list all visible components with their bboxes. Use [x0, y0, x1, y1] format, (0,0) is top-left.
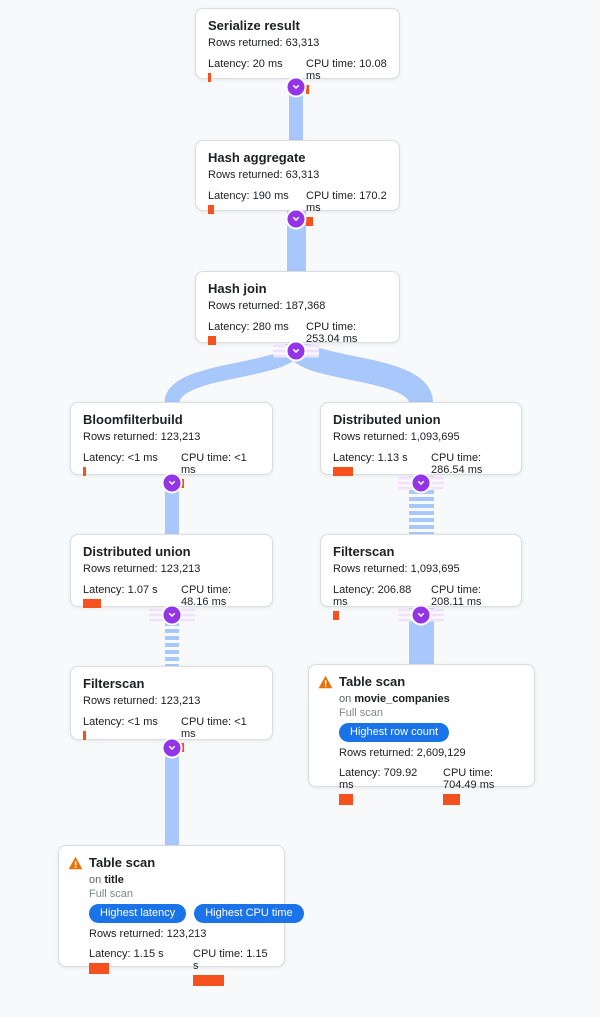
cpu-value: CPU time: 170.2 ms — [306, 190, 387, 214]
plan-node-bloomfilterbuild[interactable]: Bloomfilterbuild Rows returned: 123,213 … — [70, 402, 273, 488]
rows-returned: Rows returned: 2,609,129 — [339, 747, 466, 759]
latency-value: Latency: 1.13 s — [333, 452, 408, 464]
plan-node-table-scan-title[interactable]: Table scan on title Full scan Highest la… — [58, 845, 304, 986]
node-title: Filterscan — [83, 676, 145, 691]
cpu-bar — [181, 479, 184, 488]
latency-value: Latency: 206.88 ms — [333, 584, 412, 608]
cpu-value: CPU time: 1.15 s — [193, 948, 268, 972]
latency-bar — [89, 963, 109, 974]
metrics: Latency: 1.15 s CPU time: 1.15 s — [89, 948, 272, 986]
chevron-down-icon[interactable] — [285, 340, 307, 362]
rows-returned: Rows returned: 1,093,695 — [333, 431, 460, 443]
warning-icon — [68, 856, 83, 870]
chevron-down-icon[interactable] — [285, 76, 307, 98]
latency-bar — [339, 794, 353, 805]
latency-bar — [83, 467, 86, 476]
table-name: movie_companies — [354, 693, 450, 705]
rows-returned: Rows returned: 187,368 — [208, 300, 326, 312]
latency-bar — [208, 73, 211, 82]
metrics: Latency: 1.07 s CPU time: 48.16 ms — [83, 584, 260, 620]
cpu-value: CPU time: 704.49 ms — [443, 767, 495, 791]
latency-value: Latency: <1 ms — [83, 452, 158, 464]
latency-value: Latency: 20 ms — [208, 58, 283, 70]
rows-returned: Rows returned: 1,093,695 — [333, 563, 460, 575]
cpu-value: CPU time: 253.04 ms — [306, 321, 358, 345]
latency-bar — [208, 336, 216, 345]
node-title: Filterscan — [333, 544, 395, 559]
latency-bar — [333, 611, 339, 620]
cpu-bar — [306, 217, 313, 226]
latency-bar — [333, 467, 353, 476]
table-name-line: on movie_companies — [339, 693, 450, 705]
metrics: Latency: 1.13 s CPU time: 286.54 ms — [333, 452, 509, 488]
latency-value: Latency: 1.15 s — [89, 948, 164, 960]
rows-returned: Rows returned: 123,213 — [83, 431, 201, 443]
plan-node-hash-aggregate[interactable]: Hash aggregate Rows returned: 63,313 Lat… — [195, 140, 400, 226]
latency-bar — [208, 205, 214, 214]
plan-node-serialize-result[interactable]: Serialize result Rows returned: 63,313 L… — [195, 8, 400, 94]
cpu-bar — [306, 85, 309, 94]
latency-bar — [83, 599, 101, 608]
cpu-value: CPU time: <1 ms — [181, 452, 247, 476]
cpu-value: CPU time: <1 ms — [181, 716, 247, 740]
cpu-value: CPU time: 10.08 ms — [306, 58, 387, 82]
highest-cpu-time-badge: Highest CPU time — [194, 904, 304, 923]
badges: Highest latency Highest CPU time — [89, 904, 304, 923]
latency-value: Latency: 280 ms — [208, 321, 289, 333]
node-title: Serialize result — [208, 18, 300, 33]
scan-type: Full scan — [339, 707, 384, 719]
metrics: Latency: 206.88 ms CPU time: 208.11 ms — [333, 584, 509, 620]
highest-row-count-badge: Highest row count — [339, 723, 450, 742]
cpu-value: CPU time: 48.16 ms — [181, 584, 232, 608]
cpu-bar — [181, 743, 184, 752]
rows-returned: Rows returned: 63,313 — [208, 37, 320, 49]
latency-value: Latency: 709.92 ms — [339, 767, 418, 791]
metrics: Latency: <1 ms CPU time: <1 ms — [83, 716, 260, 752]
metrics: Latency: 20 ms CPU time: 10.08 ms — [208, 58, 387, 94]
chevron-down-icon[interactable] — [285, 208, 307, 230]
rows-returned: Rows returned: 123,213 — [83, 695, 201, 707]
badges: Highest row count — [339, 723, 522, 742]
node-title: Distributed union — [333, 412, 441, 427]
chevron-down-icon[interactable] — [410, 604, 432, 626]
cpu-bar — [193, 975, 224, 986]
plan-node-filterscan-left[interactable]: Filterscan Rows returned: 123,213 Latenc… — [70, 666, 273, 752]
rows-returned: Rows returned: 63,313 — [208, 169, 320, 181]
chevron-down-icon[interactable] — [161, 472, 183, 494]
cpu-bar — [443, 794, 460, 805]
metrics: Latency: 709.92 ms CPU time: 704.49 ms — [339, 767, 522, 805]
scan-type: Full scan — [89, 888, 134, 900]
latency-value: Latency: 1.07 s — [83, 584, 158, 596]
node-title: Bloomfilterbuild — [83, 412, 183, 427]
chevron-down-icon[interactable] — [161, 737, 183, 759]
latency-bar — [83, 731, 86, 740]
plan-node-table-scan-movie-companies[interactable]: Table scan on movie_companies Full scan … — [308, 664, 535, 805]
table-name-line: on title — [89, 874, 124, 886]
cpu-value: CPU time: 208.11 ms — [431, 584, 482, 608]
metrics: Latency: <1 ms CPU time: <1 ms — [83, 452, 260, 488]
highest-latency-badge: Highest latency — [89, 904, 187, 923]
plan-node-distributed-union-left[interactable]: Distributed union Rows returned: 123,213… — [70, 534, 273, 620]
node-title: Hash join — [208, 281, 267, 296]
warning-icon — [318, 675, 333, 689]
rows-returned: Rows returned: 123,213 — [83, 563, 201, 575]
node-title: Table scan — [89, 855, 156, 870]
node-title: Distributed union — [83, 544, 191, 559]
node-title: Hash aggregate — [208, 150, 306, 165]
chevron-down-icon[interactable] — [410, 472, 432, 494]
cpu-value: CPU time: 286.54 ms — [431, 452, 483, 476]
rows-returned: Rows returned: 123,213 — [89, 928, 207, 940]
metrics: Latency: 280 ms CPU time: 253.04 ms — [208, 321, 387, 357]
edge-filterscan-tablescan-left — [165, 741, 179, 846]
latency-value: Latency: <1 ms — [83, 716, 158, 728]
latency-value: Latency: 190 ms — [208, 190, 289, 202]
node-title: Table scan — [339, 674, 406, 689]
chevron-down-icon[interactable] — [161, 604, 183, 626]
plan-node-hash-join[interactable]: Hash join Rows returned: 187,368 Latency… — [195, 271, 400, 357]
plan-node-distributed-union-right[interactable]: Distributed union Rows returned: 1,093,6… — [320, 402, 522, 488]
plan-node-filterscan-right[interactable]: Filterscan Rows returned: 1,093,695 Late… — [320, 534, 522, 620]
table-name: title — [104, 874, 124, 886]
metrics: Latency: 190 ms CPU time: 170.2 ms — [208, 190, 387, 226]
